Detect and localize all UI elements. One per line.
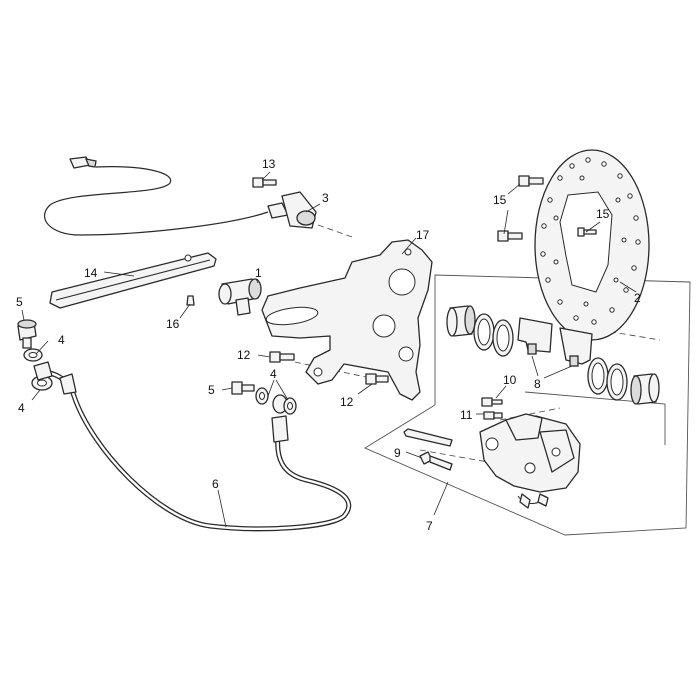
- bolt-12-upper: [269, 351, 295, 363]
- disc-bolt-lower: [497, 230, 523, 242]
- spacer-sleeve: [218, 278, 262, 316]
- washer-right-2: [283, 397, 297, 415]
- sensor-wire: [44, 156, 269, 236]
- piston-right: [630, 373, 660, 405]
- callout-15-left: 15: [493, 193, 507, 207]
- bolt-12-lower: [365, 373, 389, 385]
- disc-bolt-upper: [518, 175, 544, 187]
- piston-left: [446, 305, 476, 337]
- callout-3: 3: [322, 191, 329, 205]
- callout-4-left-upper: 4: [58, 333, 65, 347]
- disc-bolt-center: [577, 227, 597, 237]
- screw-16: [186, 295, 195, 306]
- caliper-group-frame: [364, 274, 691, 536]
- callout-1: 1: [255, 266, 262, 280]
- callout-13: 13: [262, 157, 276, 171]
- callout-4-left-lower: 4: [18, 401, 25, 415]
- bleed-valve: [481, 397, 503, 407]
- callout-4-right: 4: [270, 367, 277, 381]
- caliper-pin-upper: [403, 428, 453, 447]
- callout-labels: 1 2 3 4 4 4 5 5 6 7 8 9 10 11 12 12 13 1…: [16, 157, 641, 533]
- callout-5-right: 5: [208, 383, 215, 397]
- seal-right-1: [587, 357, 609, 395]
- brake-disc: [534, 149, 650, 341]
- callout-11: 11: [460, 408, 473, 422]
- callout-2: 2: [634, 291, 641, 305]
- callout-16: 16: [166, 317, 180, 331]
- callout-6: 6: [212, 477, 219, 491]
- leader-lines: [21, 171, 637, 528]
- disc-drill-holes: [540, 157, 641, 325]
- brake-pad-right: [559, 327, 593, 367]
- caliper-pin-lower: [419, 451, 453, 471]
- seal-right-2: [606, 363, 628, 401]
- callout-10: 10: [503, 373, 517, 387]
- brake-pad-left: [517, 317, 553, 355]
- callout-12-lower: 12: [340, 395, 354, 409]
- caliper-bracket: [261, 239, 433, 401]
- washer-right-1: [255, 387, 269, 405]
- mounting-rail: [49, 252, 217, 309]
- banjo-bolt-right: [231, 381, 255, 395]
- seal-left-1: [473, 313, 495, 351]
- callout-12-upper: 12: [237, 348, 251, 362]
- callout-14: 14: [84, 266, 98, 280]
- bolt-13: [252, 177, 277, 188]
- washer-left-lower: [31, 375, 53, 391]
- bleed-cap: [483, 411, 503, 420]
- caliper-body: [479, 413, 581, 509]
- callout-8: 8: [534, 377, 541, 391]
- brake-hose: [33, 361, 352, 532]
- banjo-bolt-left: [17, 319, 37, 349]
- speed-sensor: [267, 191, 317, 229]
- callout-5-left: 5: [16, 295, 23, 309]
- callout-15-disc: 15: [596, 207, 610, 221]
- callout-17: 17: [416, 228, 430, 242]
- callout-7: 7: [426, 519, 433, 533]
- callout-9: 9: [394, 446, 401, 460]
- seal-left-2: [492, 319, 514, 357]
